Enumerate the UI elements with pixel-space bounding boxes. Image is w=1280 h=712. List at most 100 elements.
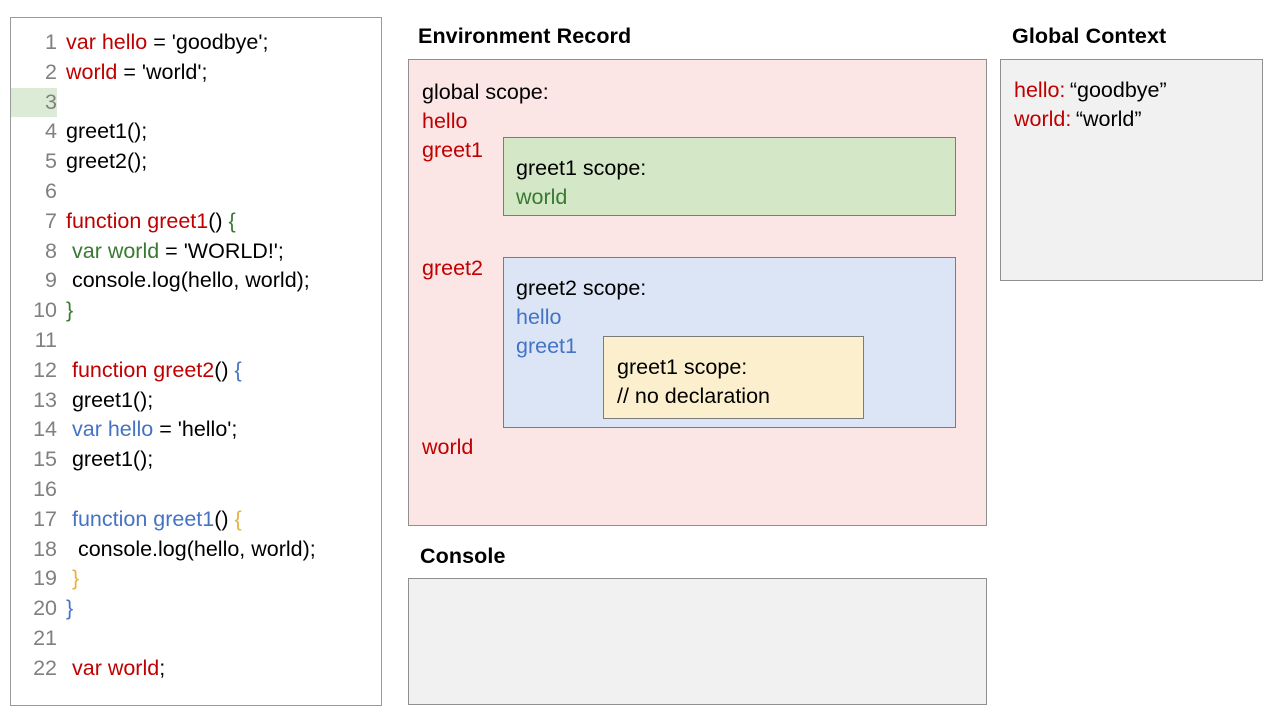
code-line[interactable]: 12 function greet2() { (11, 356, 381, 386)
line-number: 22 (33, 655, 57, 680)
greet2-scope-box: greet2 scope: hello greet1 greet1 scope:… (503, 257, 956, 428)
line-number: 5 (45, 149, 57, 174)
line-number: 8 (45, 238, 57, 263)
code-token: () (208, 208, 229, 233)
global-context-key-world: world: (1014, 107, 1072, 131)
global-context-row-hello: hello: “goodbye” (1014, 78, 1167, 103)
line-number: 13 (33, 387, 57, 412)
code-line[interactable]: 5 greet2(); (11, 147, 381, 177)
code-line[interactable]: 6 (11, 177, 381, 207)
global-context-key-hello: hello: (1014, 78, 1066, 102)
code-token: function greet2 (71, 357, 215, 382)
global-scope-title: global scope: (422, 80, 549, 104)
line-number: 20 (33, 596, 57, 621)
line-number: 6 (45, 178, 57, 203)
code-token: = 'hello'; (153, 417, 238, 442)
code-line[interactable]: 17 function greet1() { (11, 505, 381, 535)
code-token: } (66, 596, 74, 621)
global-context-value-world: “world” (1075, 107, 1142, 131)
line-source: var hello = 'goodbye'; (57, 28, 268, 58)
greet1-scope-binding-world: world (516, 185, 568, 209)
line-source: greet2(); (57, 147, 147, 177)
line-number: 21 (33, 625, 57, 650)
line-number: 12 (33, 357, 57, 382)
line-number: 18 (33, 536, 57, 561)
line-number: 4 (45, 119, 57, 144)
code-line[interactable]: 14 var hello = 'hello'; (11, 415, 381, 445)
line-source: console.log(hello, world); (57, 535, 316, 565)
code-line[interactable]: 22 var world; (11, 654, 381, 684)
line-source: world = 'world'; (57, 58, 207, 88)
line-source: function greet1() { (57, 207, 236, 237)
console-heading: Console (420, 544, 506, 568)
console-panel[interactable] (408, 578, 987, 705)
code-line[interactable]: 10} (11, 296, 381, 326)
code-line[interactable]: 9 console.log(hello, world); (11, 266, 381, 296)
code-token: () (214, 506, 235, 531)
code-line[interactable]: 11 (11, 326, 381, 356)
code-token: var world (71, 655, 160, 680)
line-number: 14 (33, 417, 57, 442)
code-token: function greet1 (66, 208, 209, 233)
code-line[interactable]: 16 (11, 475, 381, 505)
code-line[interactable]: 13 greet1(); (11, 386, 381, 416)
code-token: = 'WORLD!'; (159, 238, 284, 263)
line-source: } (57, 594, 73, 624)
code-token: greet1(); (66, 447, 154, 472)
global-context-heading: Global Context (1012, 24, 1167, 48)
code-line[interactable]: 19 } (11, 564, 381, 594)
code-token: var hello (66, 30, 148, 54)
code-token: console.log(hello, world); (66, 268, 310, 293)
greet1-scope-box: greet1 scope: world (503, 137, 956, 216)
code-line[interactable]: 21 (11, 624, 381, 654)
greet1-inner-scope-box: greet1 scope: // no declaration (603, 336, 864, 419)
code-line[interactable]: 20} (11, 594, 381, 624)
code-token: } (71, 566, 80, 591)
code-token: function greet1 (71, 506, 215, 531)
code-token: { (234, 506, 242, 531)
greet1-scope-title: greet1 scope: (516, 156, 647, 180)
global-binding-hello: hello (422, 109, 468, 133)
code-token: { (234, 357, 242, 382)
global-binding-greet1: greet1 (422, 138, 483, 162)
code-token: ; (159, 655, 166, 680)
line-number: 9 (45, 268, 57, 293)
line-source: console.log(hello, world); (57, 266, 310, 296)
line-number: 11 (34, 327, 57, 352)
line-number: 19 (33, 566, 57, 591)
code-line[interactable]: 4 greet1(); (11, 117, 381, 147)
global-context-value-hello: “goodbye” (1069, 78, 1167, 102)
line-number: 10 (33, 298, 57, 323)
code-token: () (214, 357, 235, 382)
code-token: = 'world'; (117, 59, 208, 84)
line-source: var world; (57, 654, 165, 684)
global-context-row-world: world: “world” (1014, 107, 1142, 132)
code-token: console.log(hello, world); (66, 536, 316, 561)
code-token: greet1(); (66, 119, 148, 144)
code-line[interactable]: 18 console.log(hello, world); (11, 535, 381, 565)
line-source: greet1(); (57, 445, 153, 475)
line-number: 15 (33, 447, 57, 472)
line-number: 16 (33, 476, 57, 501)
code-token: greet1(); (66, 387, 154, 412)
environment-record-heading: Environment Record (418, 24, 632, 48)
code-token: greet2(); (66, 149, 148, 174)
line-source: greet1(); (57, 117, 147, 147)
code-line[interactable]: 15 greet1(); (11, 445, 381, 475)
greet1-inner-scope-title: greet1 scope: (617, 355, 748, 379)
global-binding-greet2: greet2 (422, 256, 483, 280)
line-number: 2 (45, 59, 57, 84)
code-line[interactable]: 8 var world = 'WORLD!'; (11, 237, 381, 267)
global-context-panel: hello: “goodbye” world: “world” (1000, 59, 1263, 281)
line-number: 17 (33, 506, 57, 531)
code-line[interactable]: 3 (11, 87, 381, 118)
line-source: var world = 'WORLD!'; (57, 237, 284, 267)
greet2-scope-title: greet2 scope: (516, 276, 647, 300)
line-source: var hello = 'hello'; (57, 415, 237, 445)
line-source: function greet2() { (57, 356, 242, 386)
